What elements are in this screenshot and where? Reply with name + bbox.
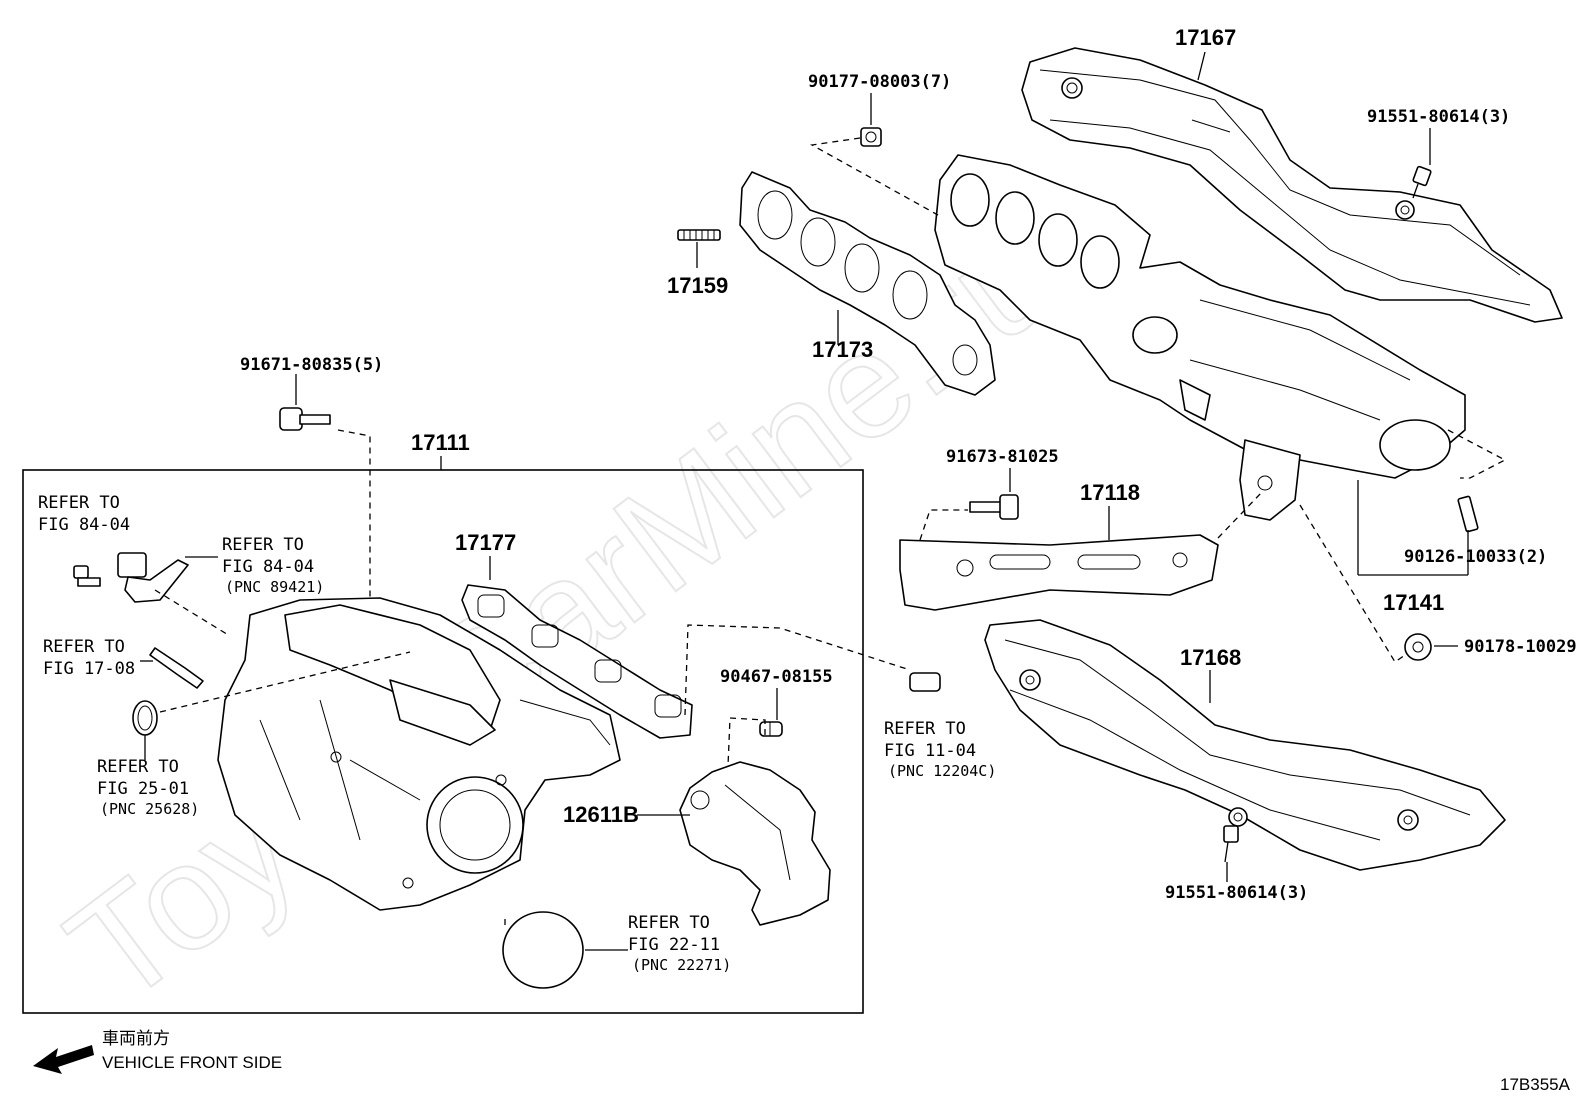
heat-insulator-lower — [984, 619, 1506, 871]
refer-84-04-a-line1: REFER TO — [38, 493, 120, 513]
refer-25-01-line2: FIG 25-01 — [97, 779, 189, 799]
refer-17-08-line2: FIG 17-08 — [43, 659, 135, 679]
bolt-91551-bottom — [1223, 825, 1239, 863]
refer-25-01-line1: REFER TO — [97, 757, 179, 777]
bolt-84-04 — [73, 565, 101, 587]
refer-84-04-b-line2: FIG 84-04 — [222, 557, 314, 577]
callout-91671-80835: 91671-80835(5) — [240, 355, 383, 375]
figure-id: 17B355A — [1500, 1075, 1571, 1094]
callout-17167: 17167 — [1175, 25, 1236, 50]
bracket-12611B — [679, 761, 831, 926]
gasket-22271 — [502, 911, 584, 989]
callout-90467-08155: 90467-08155 — [720, 667, 833, 687]
refer-22-11-pnc: (PNC 22271) — [632, 956, 731, 974]
intake-manifold-frame — [22, 469, 864, 1014]
refer-11-04-line1: REFER TO — [884, 719, 966, 739]
callout-90178-10029: 90178-10029 — [1464, 637, 1577, 657]
refer-84-04-b-line1: REFER TO — [222, 535, 304, 555]
callout-90126-10033: 90126-10033(2) — [1404, 547, 1547, 567]
nut-90178 — [1404, 633, 1432, 661]
exhaust-manifold — [934, 154, 1466, 521]
callout-17168: 17168 — [1180, 645, 1241, 670]
exhaust-manifold-gasket — [739, 171, 996, 396]
direction-japanese: 車両前方 — [102, 1029, 170, 1048]
refer-25-01-pnc: (PNC 25628) — [100, 800, 199, 818]
bolt-91671 — [279, 407, 331, 431]
callout-17111: 17111 — [411, 430, 470, 455]
refer-84-04-a-line2: FIG 84-04 — [38, 515, 130, 535]
nut-90177 — [860, 127, 882, 147]
callout-12611B: 12611B — [563, 802, 639, 827]
leader-lines — [140, 51, 1469, 951]
stud-17159 — [677, 229, 721, 241]
heat-insulator-upper — [1021, 47, 1563, 323]
hose-12204C — [909, 672, 941, 692]
intake-manifold — [217, 597, 621, 911]
pin-90467 — [759, 721, 783, 737]
refer-22-11-line1: REFER TO — [628, 913, 710, 933]
sensor-89421 — [117, 552, 189, 603]
intake-manifold-gasket — [461, 584, 693, 739]
callout-17159: 17159 — [667, 273, 728, 298]
callout-17177: 17177 — [455, 530, 516, 555]
refer-11-04-line2: FIG 11-04 — [884, 741, 976, 761]
callout-17141: 17141 — [1383, 590, 1444, 615]
direction-english: VEHICLE FRONT SIDE — [102, 1053, 282, 1072]
manifold-stay — [899, 534, 1219, 611]
bolt-91673 — [969, 494, 1019, 520]
refer-22-11-line2: FIG 22-11 — [628, 935, 720, 955]
clamp-25628 — [132, 700, 158, 736]
callout-91673-81025: 91673-81025 — [946, 447, 1059, 467]
callout-17173: 17173 — [812, 337, 873, 362]
dashed-lines — [154, 137, 1507, 925]
stud-90126 — [1457, 495, 1479, 533]
front-arrow-icon — [33, 1045, 94, 1074]
hose-17-08 — [149, 647, 204, 689]
callout-91551-80614-bottom: 91551-80614(3) — [1165, 883, 1308, 903]
refer-17-08-line1: REFER TO — [43, 637, 125, 657]
refer-11-04-pnc: (PNC 12204C) — [888, 762, 996, 780]
refer-84-04-b-pnc: (PNC 89421) — [225, 578, 324, 596]
callout-17118: 17118 — [1080, 480, 1140, 505]
bolt-91551-top — [1412, 165, 1432, 199]
callout-90177-08003: 90177-08003(7) — [808, 72, 951, 92]
callout-91551-80614-top: 91551-80614(3) — [1367, 107, 1510, 127]
